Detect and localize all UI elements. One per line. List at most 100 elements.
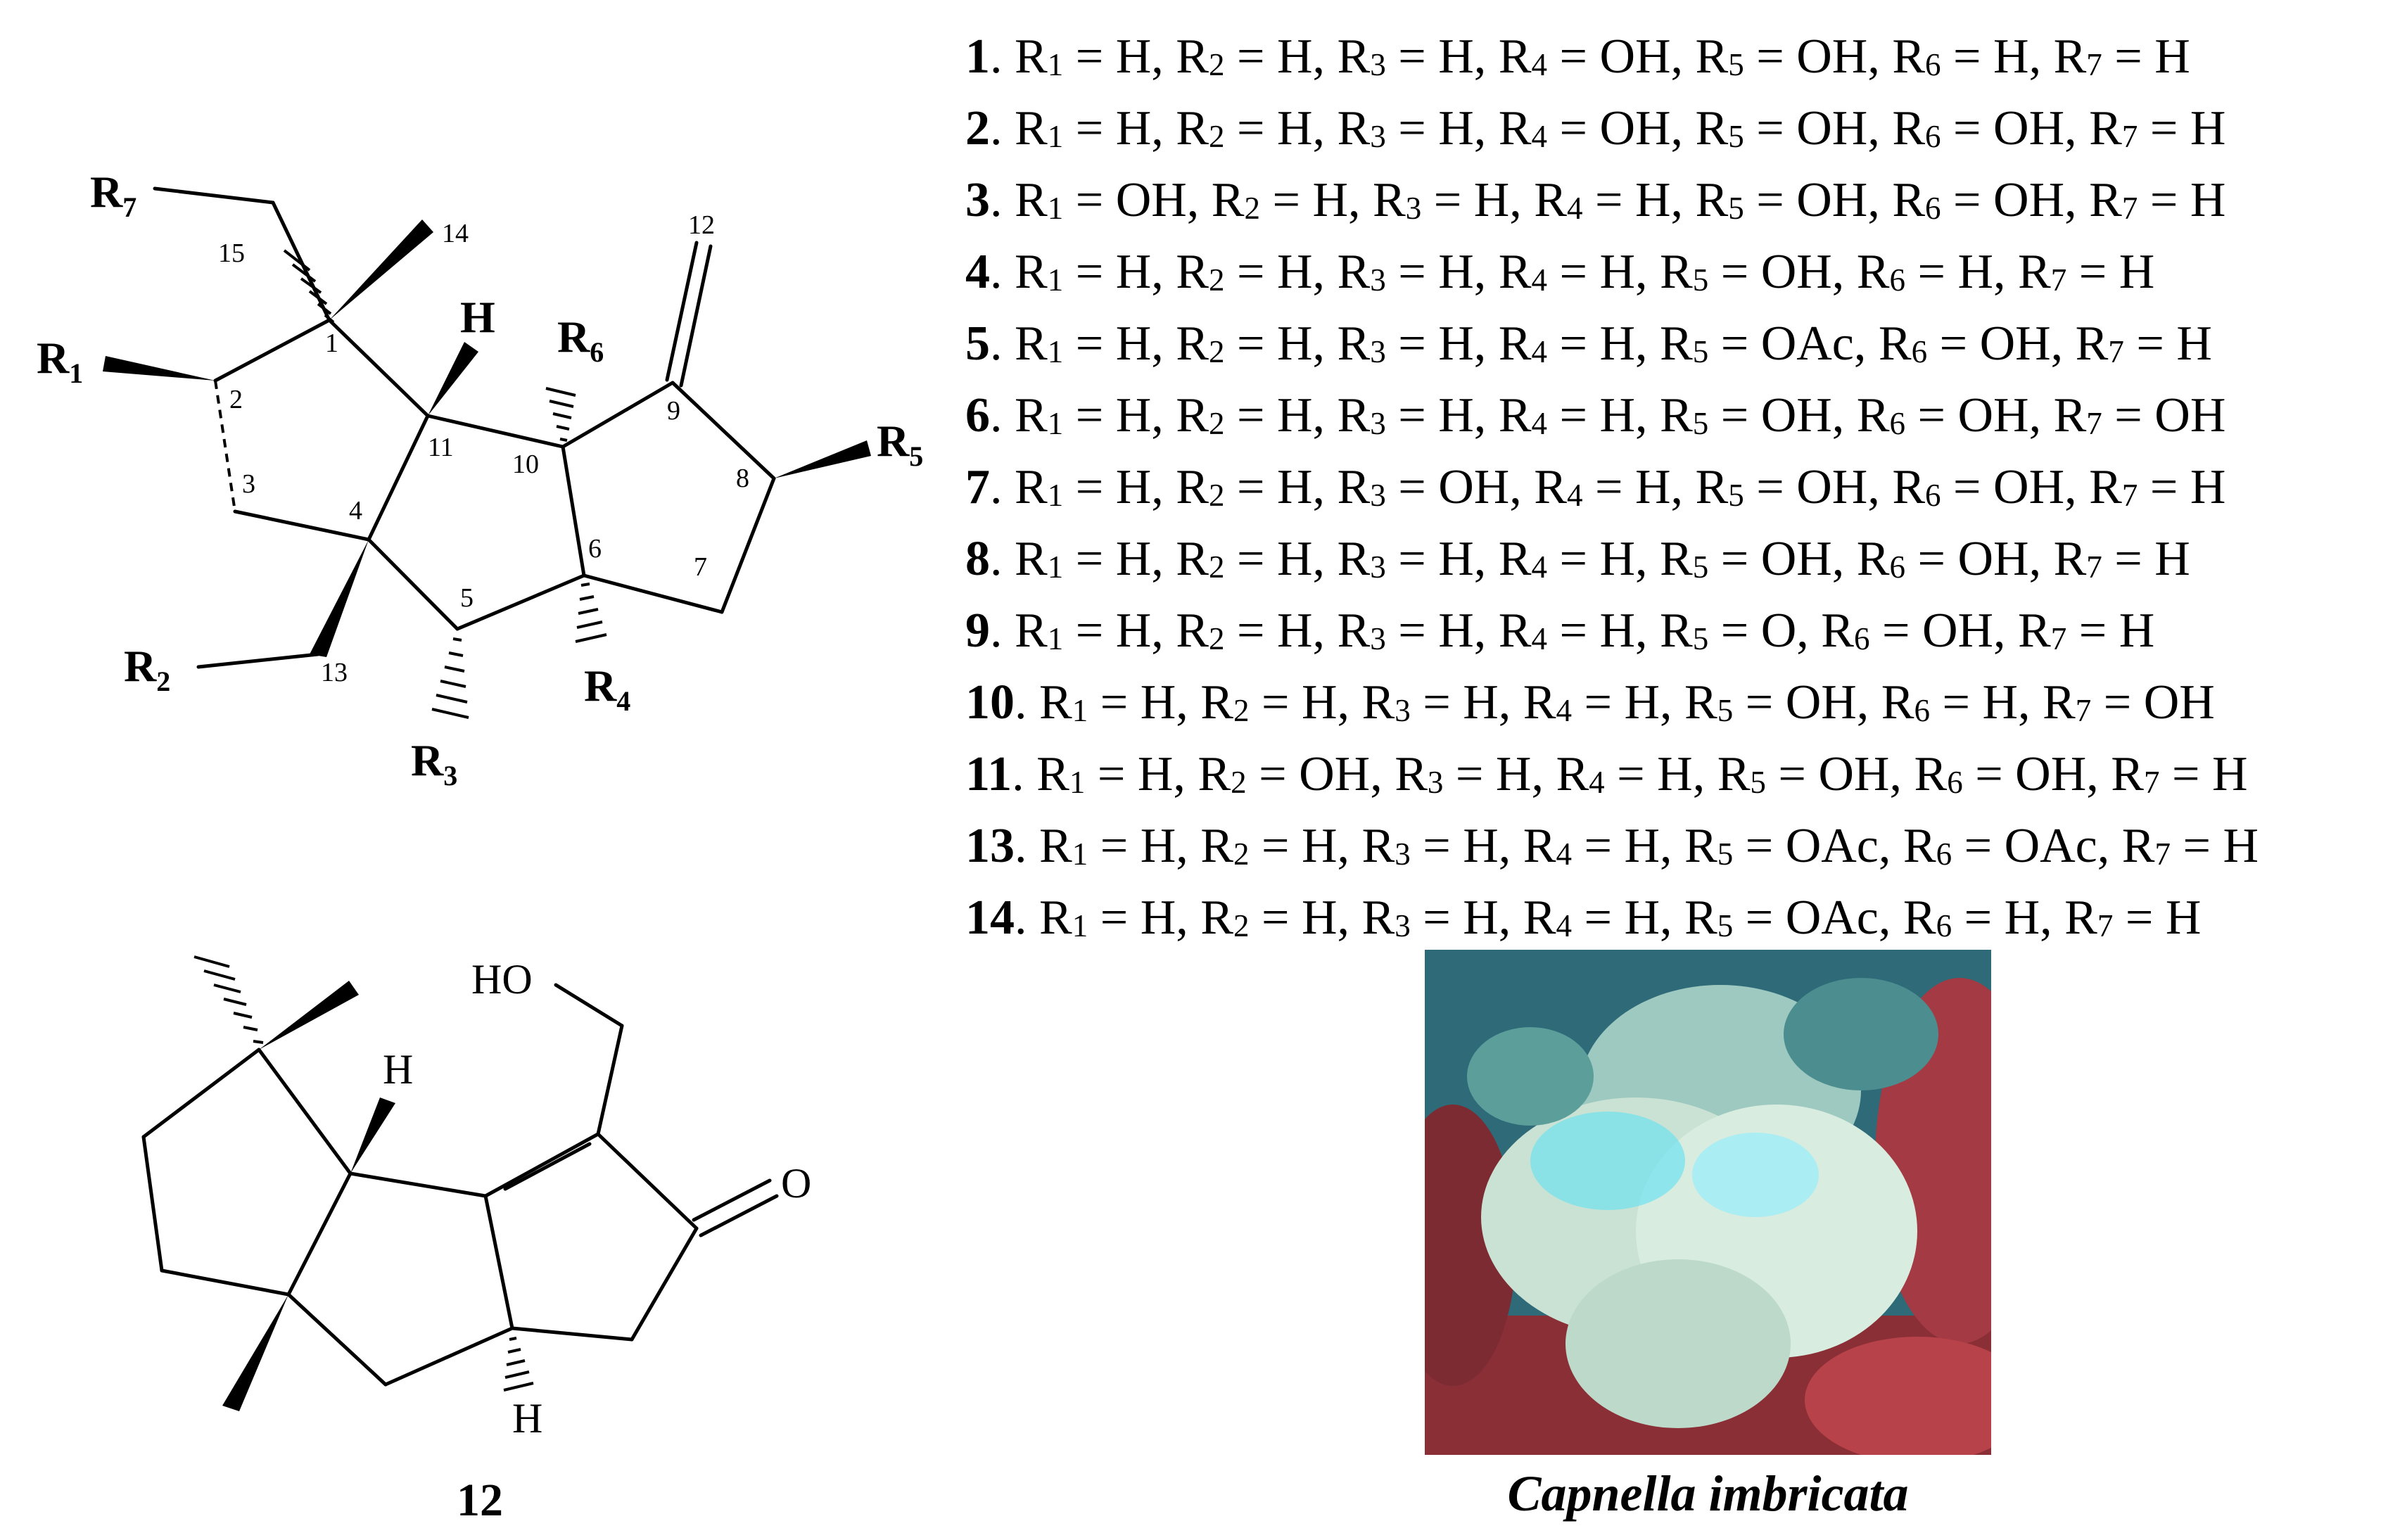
r1-value: H: [1115, 532, 1152, 586]
compound-12-label: 12: [457, 1475, 503, 1526]
r-subscript: 7: [2086, 47, 2102, 82]
r-subscript: 1: [1047, 119, 1064, 154]
r-subscript: 3: [1370, 406, 1386, 441]
r-subscript: 4: [1556, 693, 1572, 728]
r-subscript: 5: [1692, 262, 1709, 298]
r5-value: OH: [1760, 532, 1832, 586]
r-subscript: 6: [1853, 621, 1870, 656]
r7-value: OH: [2154, 388, 2226, 443]
r-subscript: 3: [1370, 478, 1386, 513]
compound-row: 9. R1 = H, R2 = H, R3 = H, R4 = H, R5 = …: [965, 604, 2155, 658]
r4-label: R4: [584, 661, 630, 717]
r-subscript: 6: [1947, 765, 1963, 800]
compound-row: 7. R1 = H, R2 = H, R3 = OH, R4 = H, R5 =…: [965, 460, 2226, 514]
r-subscript: 1: [1072, 693, 1088, 728]
atom-number-8: 8: [736, 464, 749, 493]
r-subscript: 7: [2050, 262, 2067, 298]
r-subscript: 2: [1208, 621, 1225, 656]
r6-value: OAc: [2004, 819, 2097, 873]
r3-value: H: [1438, 101, 1474, 155]
compound-number: 7: [965, 460, 990, 514]
photo-caption: Capnella imbricata: [1507, 1465, 1909, 1522]
r-subscript: 6: [1925, 191, 1941, 226]
compound-row: 4. R1 = H, R2 = H, R3 = H, R4 = H, R5 = …: [965, 245, 2155, 299]
r7-value: H: [2190, 173, 2226, 227]
r-subscript: 7: [2097, 908, 2114, 943]
r-subscript: 2: [1233, 908, 1250, 943]
r2-value: H: [1276, 460, 1313, 514]
atom-number-2: 2: [229, 385, 243, 414]
r4-value: H: [1599, 245, 1635, 299]
r3-value: H: [1463, 891, 1499, 945]
r2-value: H: [1301, 891, 1338, 945]
r2-value: H: [1276, 317, 1313, 371]
compound-number: 5: [965, 317, 990, 371]
r3-value: H: [1463, 819, 1499, 873]
compound-row: 8. R1 = H, R2 = H, R3 = H, R4 = H, R5 = …: [965, 532, 2190, 586]
r7-value: H: [2119, 245, 2155, 299]
r-subscript: 5: [1717, 836, 1734, 872]
compound-row: 10. R1 = H, R2 = H, R3 = H, R4 = H, R5 =…: [965, 675, 2215, 730]
r7-value: H: [2154, 532, 2190, 586]
r1-value: H: [1137, 747, 1174, 801]
atom-number-14: 14: [442, 219, 469, 248]
r-subscript: 3: [1427, 765, 1444, 800]
r-subscript: 5: [1717, 908, 1734, 943]
r-subscript: 7: [2121, 478, 2138, 513]
chemical-structures: R7 R1 R6 R5 R4 R2 R3 H 1 2 3 4 5 6 7 8 9…: [37, 167, 923, 1526]
coral-photo-illustration: [1425, 950, 1991, 1455]
h-label-bottom: H: [512, 1395, 542, 1442]
r5-value: OH: [1796, 30, 1868, 84]
r2-value: OH: [1299, 747, 1371, 801]
r-subscript: 6: [1911, 334, 1928, 369]
compound-number: 11: [965, 747, 1012, 801]
r1-value: H: [1115, 604, 1152, 658]
r-subscript: 5: [1717, 693, 1734, 728]
r5-value: OAc: [1760, 317, 1854, 371]
r5-label: R5: [877, 416, 923, 472]
r-subscript: 1: [1047, 549, 1064, 585]
atom-number-3: 3: [242, 469, 255, 499]
r-subscript: 5: [1750, 765, 1766, 800]
r-subscript: 6: [1889, 406, 1906, 441]
r-subscript: 5: [1692, 334, 1709, 369]
compound-number: 13: [965, 819, 1015, 873]
compound-row: 2. R1 = H, R2 = H, R3 = H, R4 = OH, R5 =…: [965, 101, 2226, 155]
r3-value: H: [1463, 675, 1499, 730]
compound-number: 1: [965, 30, 990, 84]
r1-value: H: [1115, 30, 1152, 84]
atom-number-7: 7: [694, 552, 707, 582]
r7-value: H: [2176, 317, 2212, 371]
r3-value: H: [1438, 388, 1474, 443]
r-subscript: 5: [1692, 549, 1709, 585]
compound-number: 10: [965, 675, 1015, 730]
h-label-c11: H: [460, 292, 495, 342]
r-subscript: 3: [1405, 191, 1422, 226]
r-subscript: 4: [1556, 836, 1572, 872]
r7-value: H: [2223, 819, 2259, 873]
r4-value: H: [1624, 675, 1660, 730]
r-subscript: 1: [1047, 262, 1064, 298]
r-subscript: 4: [1556, 908, 1572, 943]
r-subscript: 1: [1047, 478, 1064, 513]
r1-value: H: [1115, 460, 1152, 514]
r-subscript: 2: [1233, 836, 1250, 872]
atom-number-10: 10: [512, 450, 539, 479]
r3-value: OH: [1438, 460, 1510, 514]
atom-number-4: 4: [349, 496, 362, 526]
r3-value: H: [1438, 245, 1474, 299]
r-subscript: 6: [1889, 262, 1906, 298]
atom-number-1: 1: [325, 329, 338, 358]
r4-value: H: [1599, 604, 1635, 658]
compound-row: 13. R1 = H, R2 = H, R3 = H, R4 = H, R5 =…: [965, 819, 2259, 873]
r4-value: H: [1657, 747, 1693, 801]
r2-label: R2: [124, 641, 170, 697]
r-subscript: 4: [1531, 549, 1547, 585]
compound-row: 11. R1 = H, R2 = OH, R3 = H, R4 = H, R5 …: [965, 747, 2248, 801]
atom-number-12: 12: [688, 210, 715, 240]
coral-photo: [1425, 950, 1991, 1455]
atom-number-15: 15: [218, 238, 245, 268]
r1-value: H: [1115, 317, 1152, 371]
r-subscript: 1: [1047, 334, 1064, 369]
r-subscript: 5: [1728, 191, 1744, 226]
